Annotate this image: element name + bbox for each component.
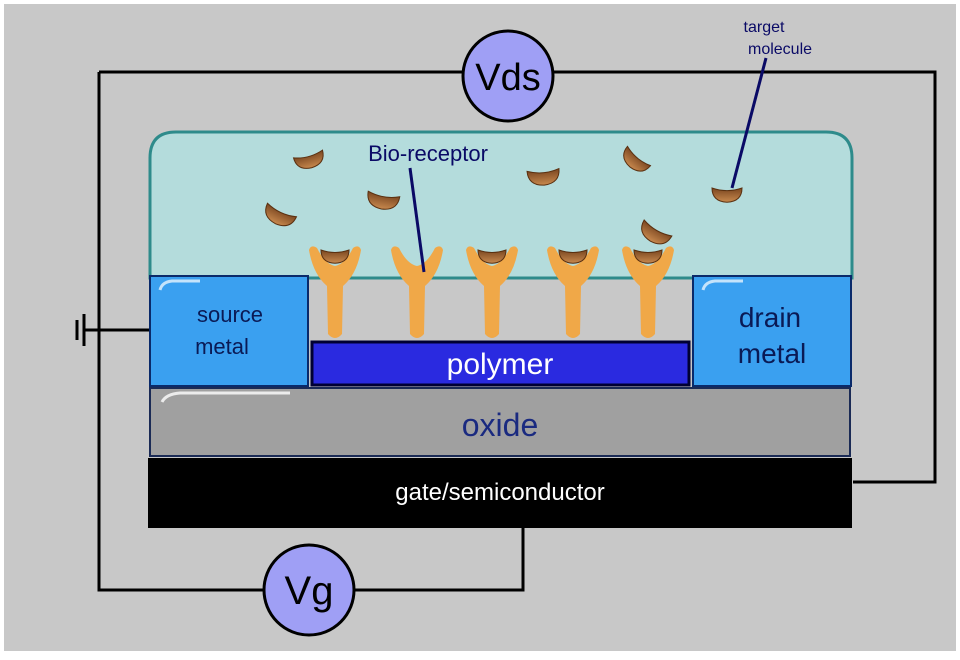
target-molecule bbox=[367, 190, 401, 210]
electrolyte-solution bbox=[148, 130, 854, 280]
oxide-label: oxide bbox=[462, 407, 539, 443]
bio-receptor bbox=[622, 246, 674, 338]
bound-molecule bbox=[477, 249, 507, 264]
target-molecule bbox=[526, 167, 560, 186]
vg-meter bbox=[262, 543, 356, 637]
bio-receptor bbox=[466, 246, 518, 338]
bio-receptor bbox=[547, 246, 599, 338]
source-label-line1: source bbox=[197, 302, 263, 327]
gate-label: gate/semiconductor bbox=[395, 479, 604, 506]
oxide-layer bbox=[149, 387, 851, 457]
drain-metal bbox=[692, 275, 852, 387]
bioreceptor-label: Bio-receptor bbox=[368, 141, 488, 166]
bioreceptor-pointer bbox=[408, 167, 426, 273]
bio-receptor-array bbox=[309, 246, 674, 338]
polymer-label: polymer bbox=[447, 348, 554, 381]
target-molecule bbox=[292, 149, 324, 169]
bio-receptor bbox=[391, 246, 443, 338]
target-molecule bbox=[711, 187, 743, 203]
bio-receptor bbox=[309, 246, 361, 338]
target-molecule bbox=[623, 145, 652, 172]
oxide-highlight bbox=[160, 391, 290, 403]
bound-molecule bbox=[633, 249, 663, 264]
target-molecule bbox=[265, 202, 298, 227]
bound-molecule bbox=[558, 249, 588, 264]
vg-meter-label: Vg bbox=[285, 569, 334, 613]
drain-label-line1: drain bbox=[739, 302, 801, 333]
target-molecule-group bbox=[265, 145, 743, 245]
target-label-line1: target bbox=[744, 19, 785, 36]
target-label-line2: molecule bbox=[748, 41, 812, 58]
vds-meter bbox=[461, 29, 555, 123]
gate-semiconductor-layer bbox=[148, 458, 852, 528]
target-molecule bbox=[641, 219, 673, 245]
target-pointer bbox=[730, 57, 768, 189]
ground-icon bbox=[75, 314, 99, 346]
drain-label-line2: metal bbox=[738, 338, 806, 369]
vds-meter-label: Vds bbox=[475, 57, 540, 99]
source-metal bbox=[149, 275, 309, 387]
polymer-layer bbox=[310, 340, 691, 387]
bound-molecule bbox=[320, 249, 350, 264]
source-label-line2: metal bbox=[195, 334, 249, 359]
